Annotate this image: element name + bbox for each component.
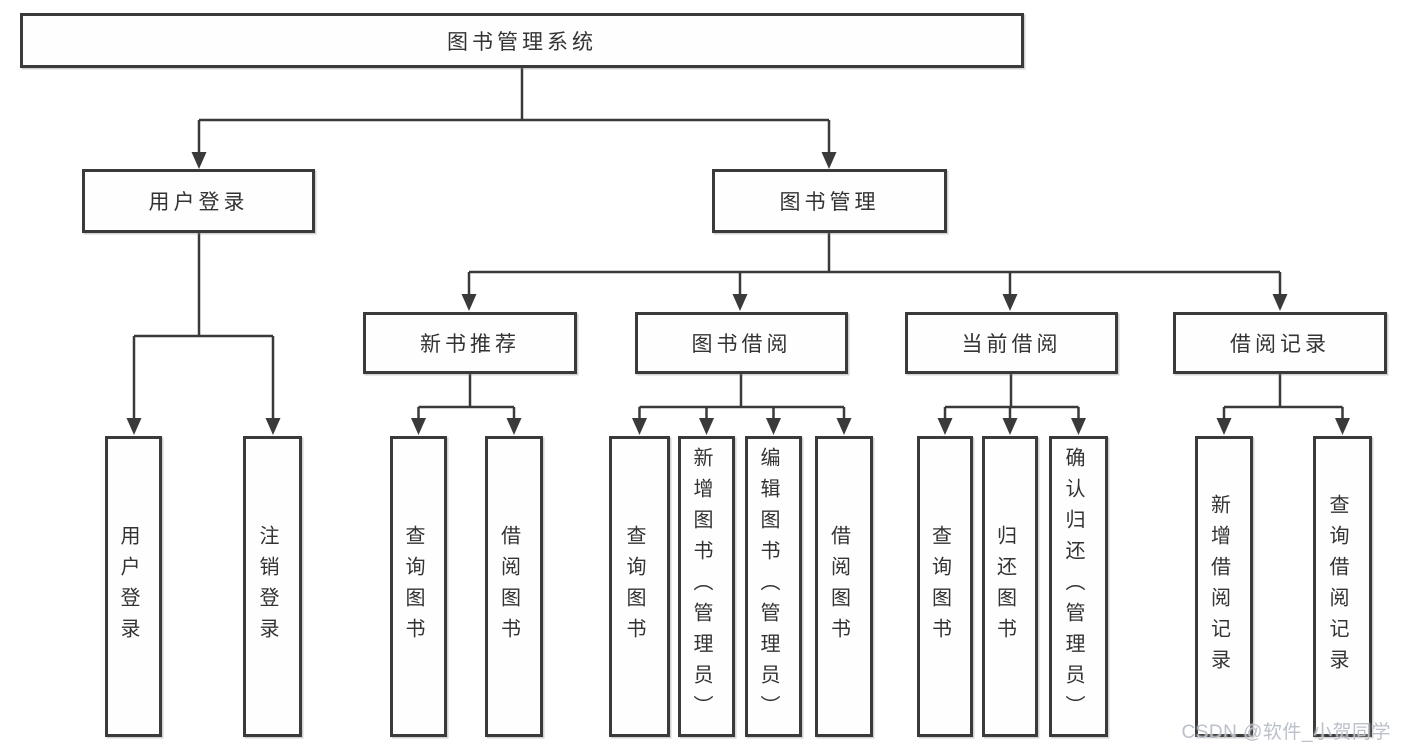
node-current-borrowing-label: 当前借阅 [961,333,1062,356]
leaf-bb-add-books-label: 新增图书（管理员） [690,447,712,726]
leaf-nbr-borrow-books-label: 借阅图书 [497,524,520,649]
leaf-bb-borrow-books-label: 借阅图书 [827,524,850,649]
leaf-bb-borrow-books: 借阅图书 [815,436,873,737]
leaf-nbr-query-books-label: 查询图书 [402,524,424,649]
leaf-cb-return-books-label: 归还图书 [993,524,1016,649]
leaf-br-add-record-label: 新增借阅记录 [1207,493,1230,680]
leaf-nbr-query-books: 查询图书 [390,436,447,737]
leaf-br-add-record: 新增借阅记录 [1195,436,1253,737]
node-new-book-recommend-label: 新书推荐 [420,333,520,356]
node-book-management: 图书管理 [712,169,947,233]
leaf-cb-confirm-return-label: 确认归还（管理员） [1062,447,1084,726]
node-borrowing-records-label: 借阅记录 [1230,333,1330,356]
leaf-user-login: 用户登录 [105,436,162,737]
node-book-management-label: 图书管理 [779,191,880,214]
leaf-br-query-record: 查询借阅记录 [1313,436,1372,737]
leaf-bb-edit-books-label: 编辑图书（管理员） [757,447,779,726]
connector-new-book-recommend-to-leaves [411,374,522,435]
node-book-borrowing-label: 图书借阅 [691,333,792,356]
leaf-cb-query-books-label: 查询图书 [928,524,951,649]
connector-borrowing-records-to-leaves [1216,374,1350,435]
connector-root-to-level2 [191,68,837,169]
node-user-login-label: 用户登录 [148,191,249,214]
connector-book-borrowing-to-leaves [632,374,852,435]
node-current-borrowing: 当前借阅 [905,312,1118,374]
node-borrowing-records: 借阅记录 [1173,312,1387,374]
leaf-cb-query-books: 查询图书 [917,436,973,737]
node-new-book-recommend: 新书推荐 [363,312,577,374]
leaf-bb-edit-books: 编辑图书（管理员） [745,436,802,737]
connector-user-login-to-leaves [126,233,281,435]
node-root-label: 图书管理系统 [447,30,597,54]
connector-current-borrowing-to-leaves [937,374,1086,435]
connector-book-management-to-level3 [461,233,1288,311]
leaf-bb-add-books: 新增图书（管理员） [678,436,735,737]
leaf-logout-label: 注销登录 [256,524,278,649]
node-user-login: 用户登录 [82,169,315,233]
leaf-nbr-borrow-books: 借阅图书 [485,436,543,737]
leaf-user-login-label: 用户登录 [117,524,139,649]
leaf-logout: 注销登录 [243,436,302,737]
csdn-watermark: CSDN @软件_小贺同学 [1181,722,1391,743]
leaf-br-query-record-label: 查询借阅记录 [1326,493,1348,680]
leaf-cb-return-books: 归还图书 [982,436,1038,737]
leaf-bb-query-books-label: 查询图书 [623,524,645,649]
leaf-cb-confirm-return: 确认归还（管理员） [1049,436,1108,737]
node-book-borrowing: 图书借阅 [635,312,848,374]
leaf-bb-query-books: 查询图书 [609,436,670,737]
node-root: 图书管理系统 [20,13,1024,68]
